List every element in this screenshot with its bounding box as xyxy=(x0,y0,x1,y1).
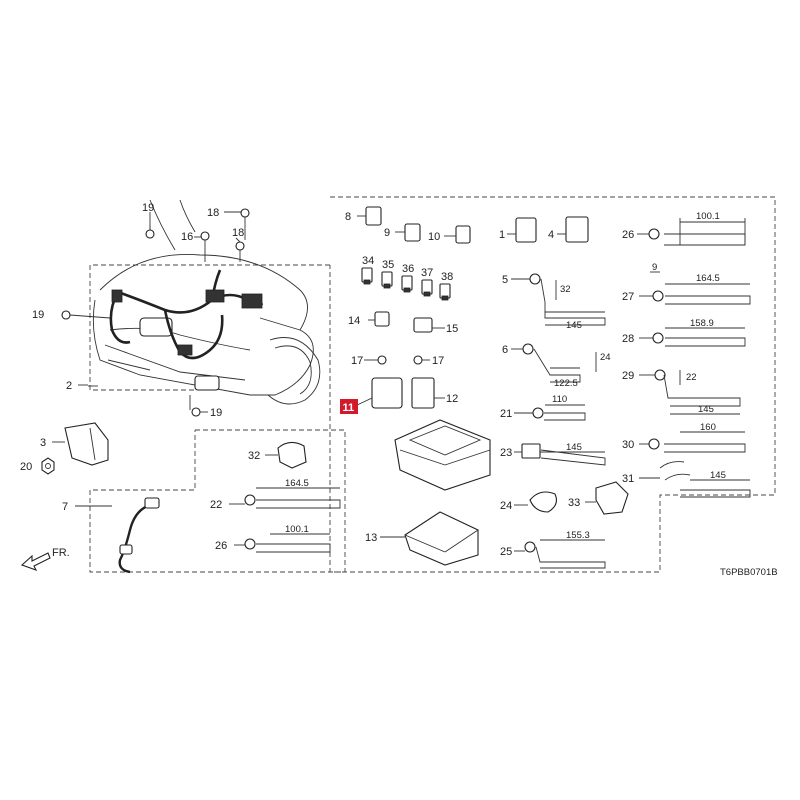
relays xyxy=(361,206,471,333)
callout-18[interactable]: 18 xyxy=(207,207,219,219)
callout-37[interactable]: 37 xyxy=(421,267,433,279)
dimension-value: 9 xyxy=(652,262,657,273)
group-outlines xyxy=(88,196,776,573)
callout-22[interactable]: 22 xyxy=(210,499,222,511)
dimension-value: 164.5 xyxy=(696,273,720,284)
dimension-value: 110 xyxy=(552,394,567,405)
callout-29[interactable]: 29 xyxy=(622,370,634,382)
dimension-labels: 100.1 9 164.5 158.9 22 145 160 145 32 14… xyxy=(285,211,726,541)
callout-25[interactable]: 25 xyxy=(500,546,512,558)
callout-20[interactable]: 20 xyxy=(20,461,32,473)
callout-14[interactable]: 14 xyxy=(348,315,360,327)
dimension-value: 160 xyxy=(700,422,716,433)
callout-34[interactable]: 34 xyxy=(362,255,374,267)
callout-6[interactable]: 6 xyxy=(502,344,508,356)
fuse-box xyxy=(371,377,491,566)
callout-17[interactable]: 17 xyxy=(351,355,363,367)
callout-15[interactable]: 15 xyxy=(446,323,458,335)
dimension-value: 22 xyxy=(686,372,697,383)
dimension-value: 100.1 xyxy=(285,524,309,535)
leader-lines xyxy=(52,211,660,552)
dimension-value: 145 xyxy=(566,442,582,453)
callout-28[interactable]: 28 xyxy=(622,333,634,345)
callout-2[interactable]: 2 xyxy=(66,380,72,392)
callout-16[interactable]: 16 xyxy=(181,231,193,243)
callout-35[interactable]: 35 xyxy=(382,259,394,271)
connectors xyxy=(244,216,691,553)
callout-18[interactable]: 18 xyxy=(232,227,244,239)
fasteners xyxy=(41,208,423,475)
callout-26[interactable]: 26 xyxy=(215,540,227,552)
callout-19[interactable]: 19 xyxy=(32,309,44,321)
callout-19[interactable]: 19 xyxy=(210,407,222,419)
callout-3[interactable]: 3 xyxy=(40,437,46,449)
dimension-value: 100.1 xyxy=(696,211,720,222)
callout-36[interactable]: 36 xyxy=(402,263,414,275)
callout-7[interactable]: 7 xyxy=(62,501,68,513)
callout-9[interactable]: 9 xyxy=(384,227,390,239)
callout-21[interactable]: 21 xyxy=(500,408,512,420)
dimension-value: 145 xyxy=(710,470,726,481)
front-direction-arrow: FR. xyxy=(20,547,70,571)
callout-5[interactable]: 5 xyxy=(502,274,508,286)
callout-32[interactable]: 32 xyxy=(248,450,260,462)
dimension-value: 145 xyxy=(566,320,582,331)
diagram-code: T6PBB0701B xyxy=(720,567,778,578)
bracket-and-sub-harness xyxy=(64,422,160,574)
callout-labels: 19 18 16 18 19 2 19 3 20 7 32 22 26 8 9 … xyxy=(20,202,634,558)
callout-31[interactable]: 31 xyxy=(622,473,634,485)
callout-10[interactable]: 10 xyxy=(428,231,440,243)
clip-brackets xyxy=(256,218,751,569)
callout-27[interactable]: 27 xyxy=(622,291,634,303)
direction-marker-text: FR. xyxy=(52,547,70,559)
callout-1[interactable]: 1 xyxy=(499,229,505,241)
highlighted-callout-11[interactable]: 11 xyxy=(340,399,358,414)
dimension-value: 158.9 xyxy=(690,318,714,329)
dimension-value: 155.3 xyxy=(566,530,590,541)
dimension-value: 164.5 xyxy=(285,478,309,489)
callout-23[interactable]: 23 xyxy=(500,447,512,459)
callout-13[interactable]: 13 xyxy=(365,532,377,544)
dimension-value: 24 xyxy=(600,352,611,363)
dimension-value: 122.5 xyxy=(554,378,578,389)
callout-8[interactable]: 8 xyxy=(345,211,351,223)
callout-38[interactable]: 38 xyxy=(441,271,453,283)
vehicle-front-harness xyxy=(69,199,321,410)
dimension-value: 145 xyxy=(698,404,714,415)
dimension-value: 32 xyxy=(560,284,571,295)
callout-24[interactable]: 24 xyxy=(500,500,512,512)
callout-30[interactable]: 30 xyxy=(622,439,634,451)
callout-12[interactable]: 12 xyxy=(446,393,458,405)
callout-33[interactable]: 33 xyxy=(568,497,580,509)
callout-26[interactable]: 26 xyxy=(622,229,634,241)
callout-4[interactable]: 4 xyxy=(548,229,554,241)
callout-19[interactable]: 19 xyxy=(142,202,154,214)
highlighted-callout-text: 11 xyxy=(343,402,355,414)
callout-17[interactable]: 17 xyxy=(432,355,444,367)
